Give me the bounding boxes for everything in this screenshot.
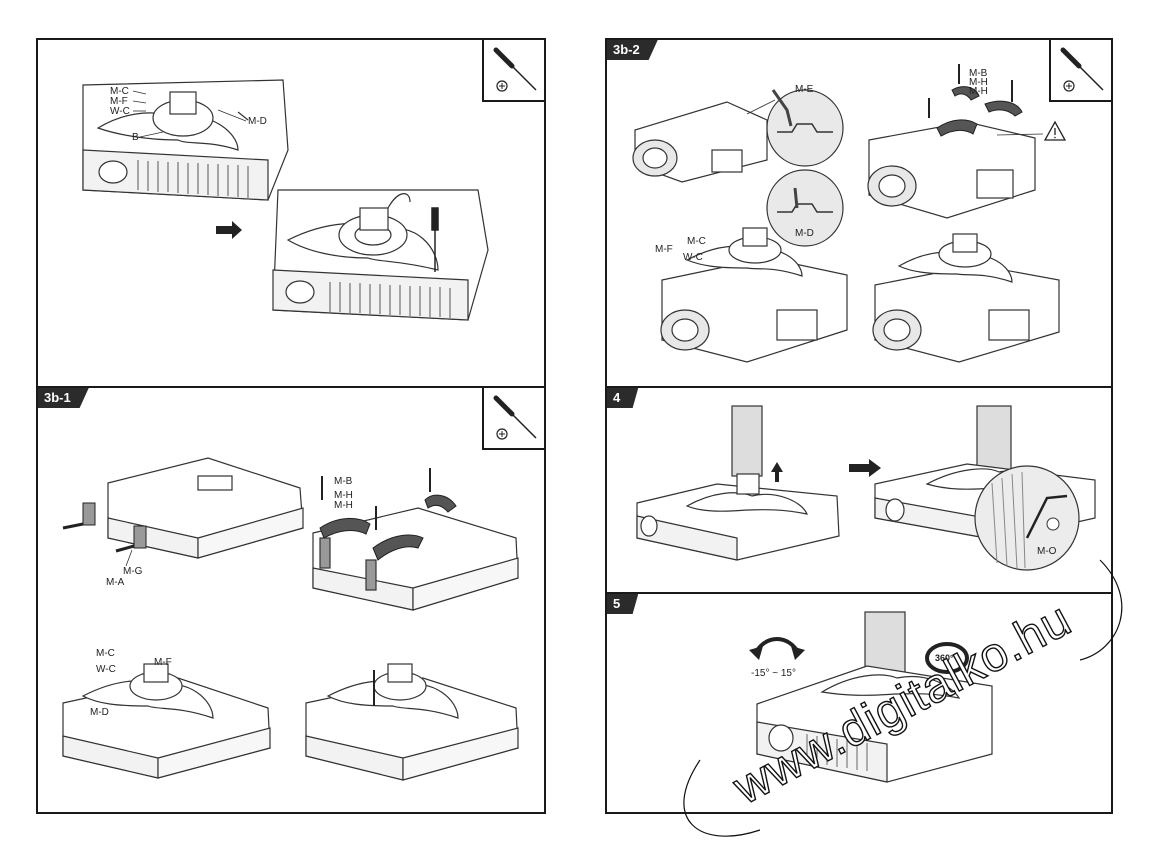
rotate-360-icon: 360° — [925, 642, 969, 674]
warning-icon — [1043, 120, 1067, 141]
label-m-d: M-D — [90, 707, 109, 718]
label-m-a: M-A — [106, 577, 125, 588]
label-b: B — [132, 132, 139, 143]
tool-box — [482, 40, 544, 102]
tool-box — [482, 388, 544, 450]
label-m-b: M-B — [334, 476, 353, 487]
screwdriver-icon — [493, 47, 537, 92]
label-m-c: M-C — [687, 236, 706, 247]
label-m-f: M-F — [655, 244, 673, 255]
screwdriver-icon — [1060, 47, 1104, 92]
step-panel-1: M-C M-F W-C B M-D — [36, 38, 546, 388]
label-m-f: M-F — [154, 657, 172, 668]
projector-illustration-3b-2: M-E M-B M-H M-H — [632, 64, 1067, 363]
projector-illustration-1: M-C M-F W-C B M-D — [82, 79, 489, 321]
label-m-o: M-O — [1037, 546, 1057, 557]
svg-text:360°: 360° — [935, 653, 954, 663]
screwdriver-icon — [493, 395, 537, 440]
label-m-h-2: M-H — [334, 500, 353, 511]
label-m-e: M-E — [795, 84, 814, 95]
label-m-c: M-C — [110, 86, 129, 97]
step-tag: 5 — [607, 594, 639, 614]
label-m-h-2: M-H — [969, 86, 988, 97]
label-m-d: M-D — [248, 116, 267, 127]
label-m-f: M-F — [110, 96, 128, 107]
svg-text:www.digitalko.hu: www.digitalko.hu — [724, 593, 1080, 816]
arrow-up-icon — [771, 462, 783, 472]
label-m-d: M-D — [795, 228, 814, 239]
projector-illustration-4: M-O — [636, 405, 1096, 571]
step-tag: 4 — [607, 388, 639, 408]
tool-box — [1049, 40, 1111, 102]
label-w-c: W-C — [96, 664, 116, 675]
label-w-c: W-C — [683, 252, 703, 263]
step-panel-5: 5 -15° ~ 15° 360° — [605, 592, 1113, 814]
projector-illustration-5: -15° ~ 15° 360° — [749, 611, 993, 783]
label-m-b: M-B — [969, 68, 988, 79]
step-panel-3b-2: 3b-2 M-E — [605, 38, 1113, 388]
step-tag: 3b-2 — [607, 40, 658, 60]
arrow-right-icon — [849, 459, 881, 477]
projector-illustration-3b-1: M-G M-A M-B M-H M-H — [62, 457, 519, 781]
label-m-g: M-G — [123, 566, 143, 577]
arrow-right-icon — [216, 221, 242, 239]
tilt-range-label: -15° ~ 15° — [751, 668, 796, 679]
label-w-c: W-C — [110, 106, 130, 117]
step-panel-3b-1: 3b-1 M-G M-A — [36, 386, 546, 814]
label-m-h-1: M-H — [334, 490, 353, 501]
step-tag: 3b-1 — [38, 388, 89, 408]
label-m-c: M-C — [96, 648, 115, 659]
step-panel-4: 4 M-O — [605, 386, 1113, 594]
label-m-h-1: M-H — [969, 77, 988, 88]
